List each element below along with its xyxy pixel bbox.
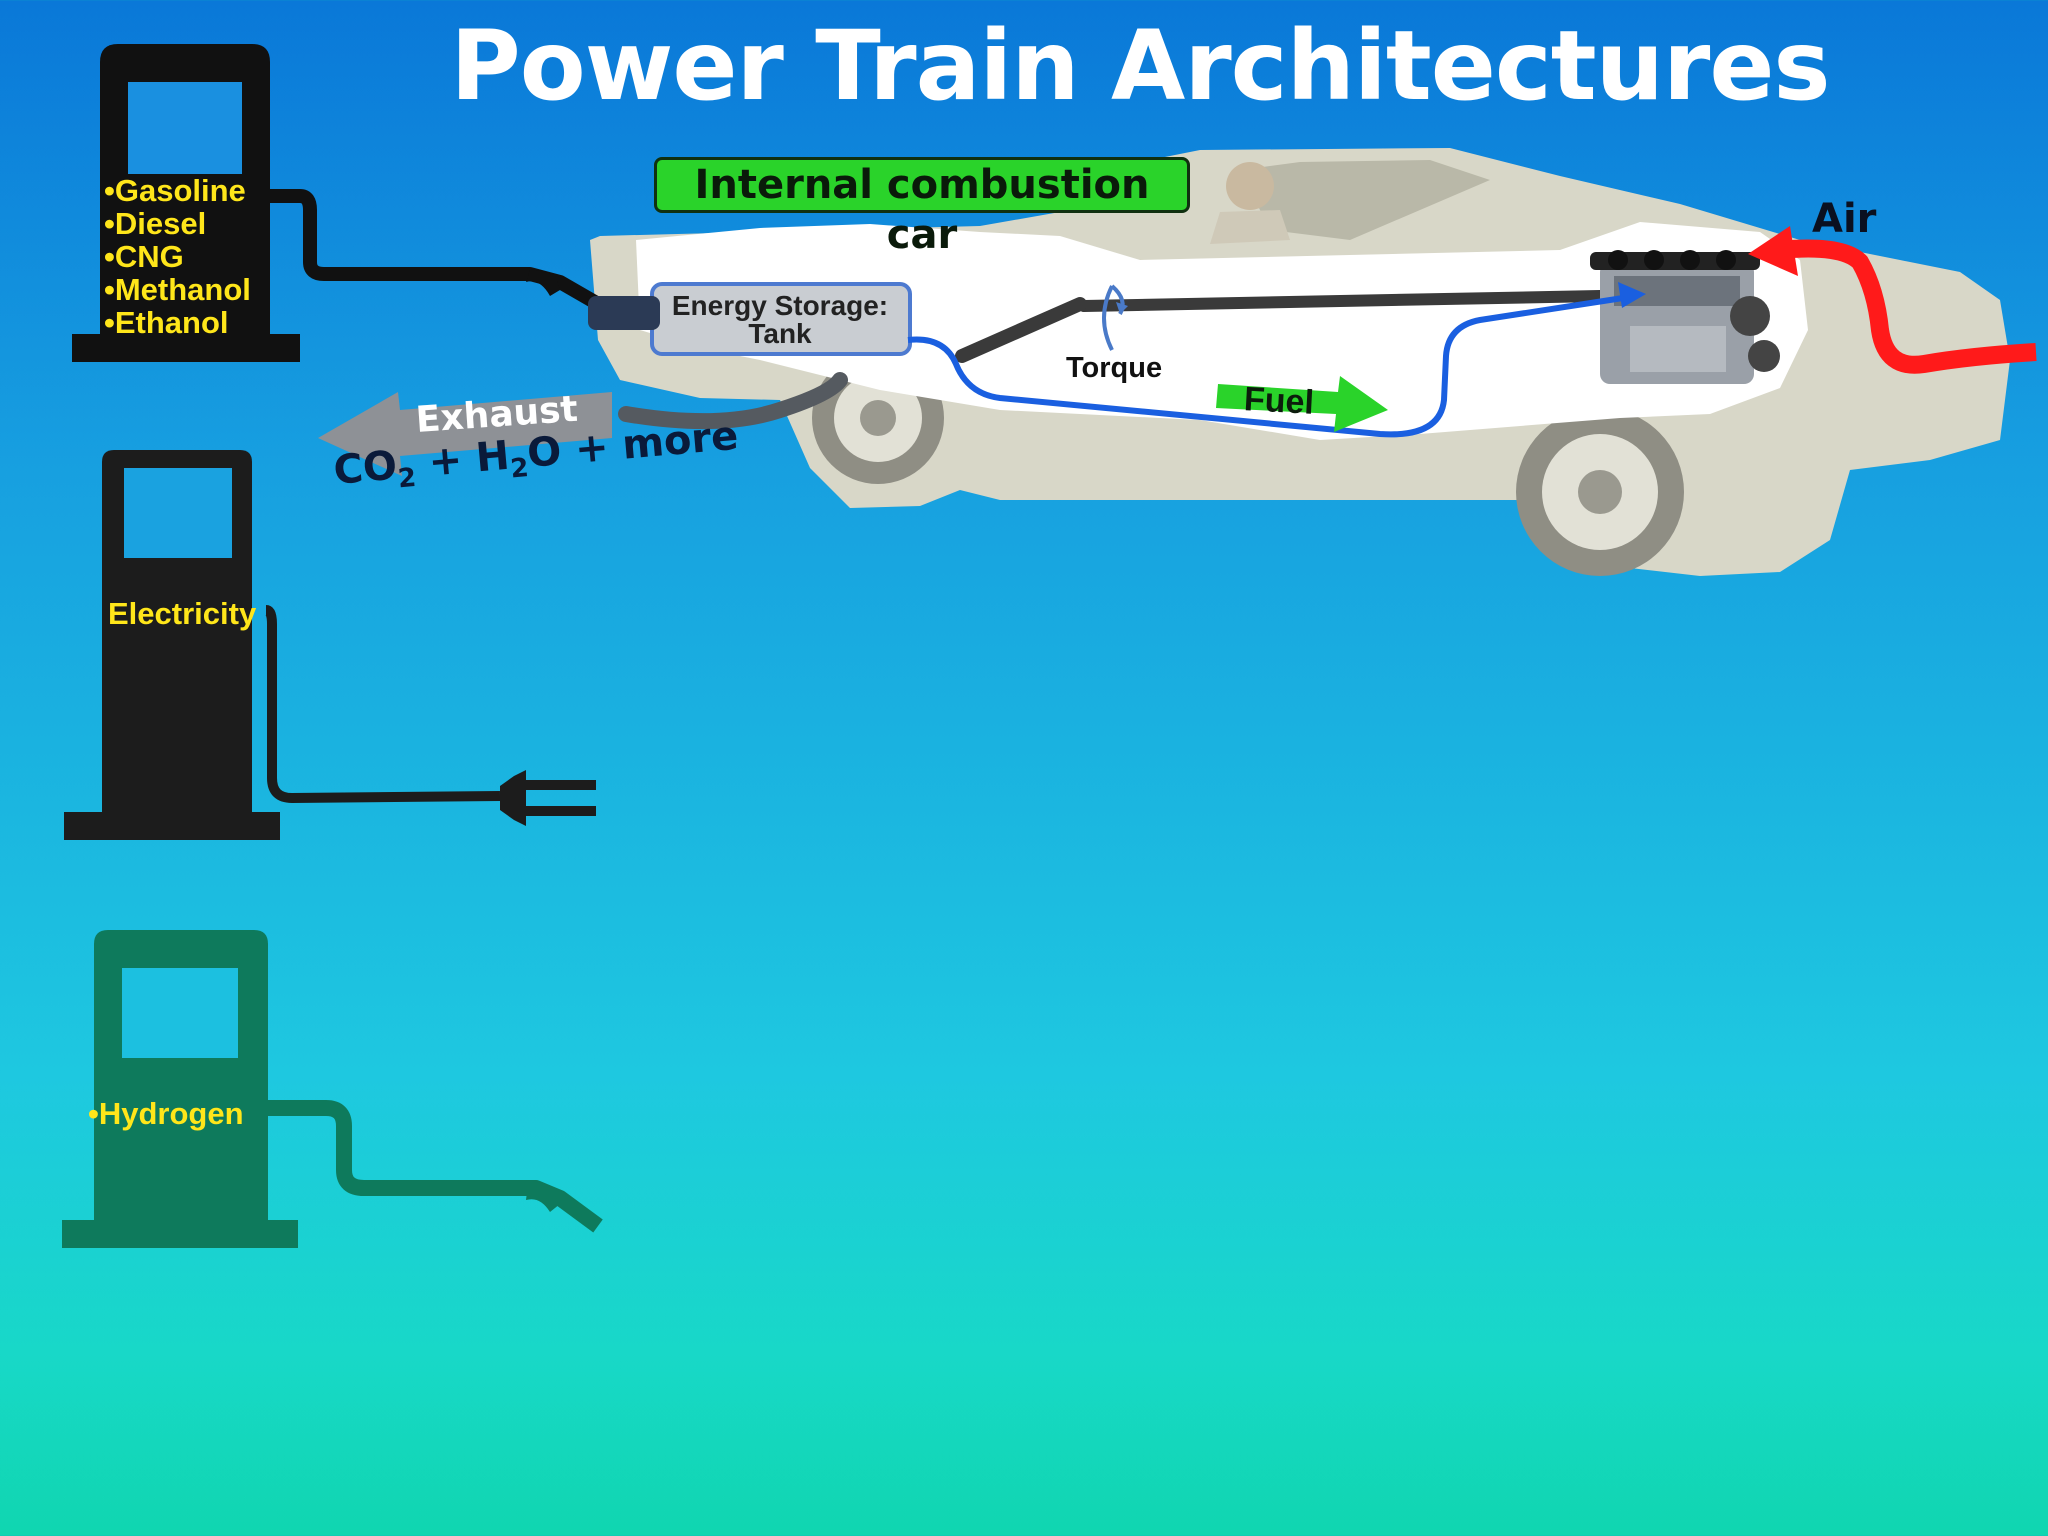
tank-label: Energy Storage: Tank bbox=[671, 290, 889, 349]
fuel-line bbox=[907, 293, 1637, 438]
fuel-inlet-pipe bbox=[588, 296, 660, 330]
emission-co: CO bbox=[331, 442, 399, 494]
hydrogen-hose bbox=[268, 1100, 603, 1233]
driver-head bbox=[1226, 162, 1274, 210]
exhaust-pipe bbox=[618, 372, 848, 430]
drive-shaft bbox=[1078, 290, 1606, 312]
exhaust-arrow bbox=[318, 392, 612, 476]
air-arrowhead bbox=[1748, 226, 1798, 276]
fuel-flow-label: Fuel bbox=[1243, 380, 1315, 422]
charging-cable bbox=[264, 605, 501, 804]
fuel-item: Diesel bbox=[104, 207, 251, 240]
fuel-flow-arrow bbox=[1216, 376, 1388, 432]
hydrogen-nozzle bbox=[526, 1184, 560, 1212]
emission-plus-h: + H bbox=[412, 432, 512, 487]
fuel-item: Gasoline bbox=[104, 174, 251, 207]
engine-block bbox=[1590, 250, 1780, 384]
electric-charger bbox=[64, 450, 596, 840]
fuel-item: Methanol bbox=[104, 273, 251, 306]
plug-icon bbox=[500, 770, 526, 826]
car-type-label: Internal combustion car bbox=[654, 157, 1190, 258]
hydrogen-label: Hydrogen bbox=[88, 1096, 244, 1132]
hydrogen-pump bbox=[62, 930, 603, 1248]
fuel-item: Ethanol bbox=[104, 306, 251, 339]
air-label: Air bbox=[1812, 196, 1877, 242]
car-cutaway bbox=[636, 222, 1808, 440]
rear-axle-link bbox=[955, 297, 1087, 363]
driver-body bbox=[1210, 210, 1290, 244]
fuel-line-arrowhead bbox=[1618, 282, 1646, 308]
electricity-label: Electricity bbox=[108, 596, 257, 631]
torque-label: Torque bbox=[1066, 352, 1163, 384]
car-windshield bbox=[1240, 160, 1490, 240]
liquid-fuel-list: Gasoline Diesel CNG Methanol Ethanol bbox=[104, 174, 251, 339]
front-wheel bbox=[1516, 408, 1684, 576]
page-title: Power Train Architectures bbox=[450, 10, 1830, 122]
fuel-hose bbox=[270, 189, 616, 319]
fuel-item: CNG bbox=[104, 240, 251, 273]
fuel-nozzle bbox=[526, 269, 560, 296]
air-flow-path bbox=[1779, 239, 2037, 374]
